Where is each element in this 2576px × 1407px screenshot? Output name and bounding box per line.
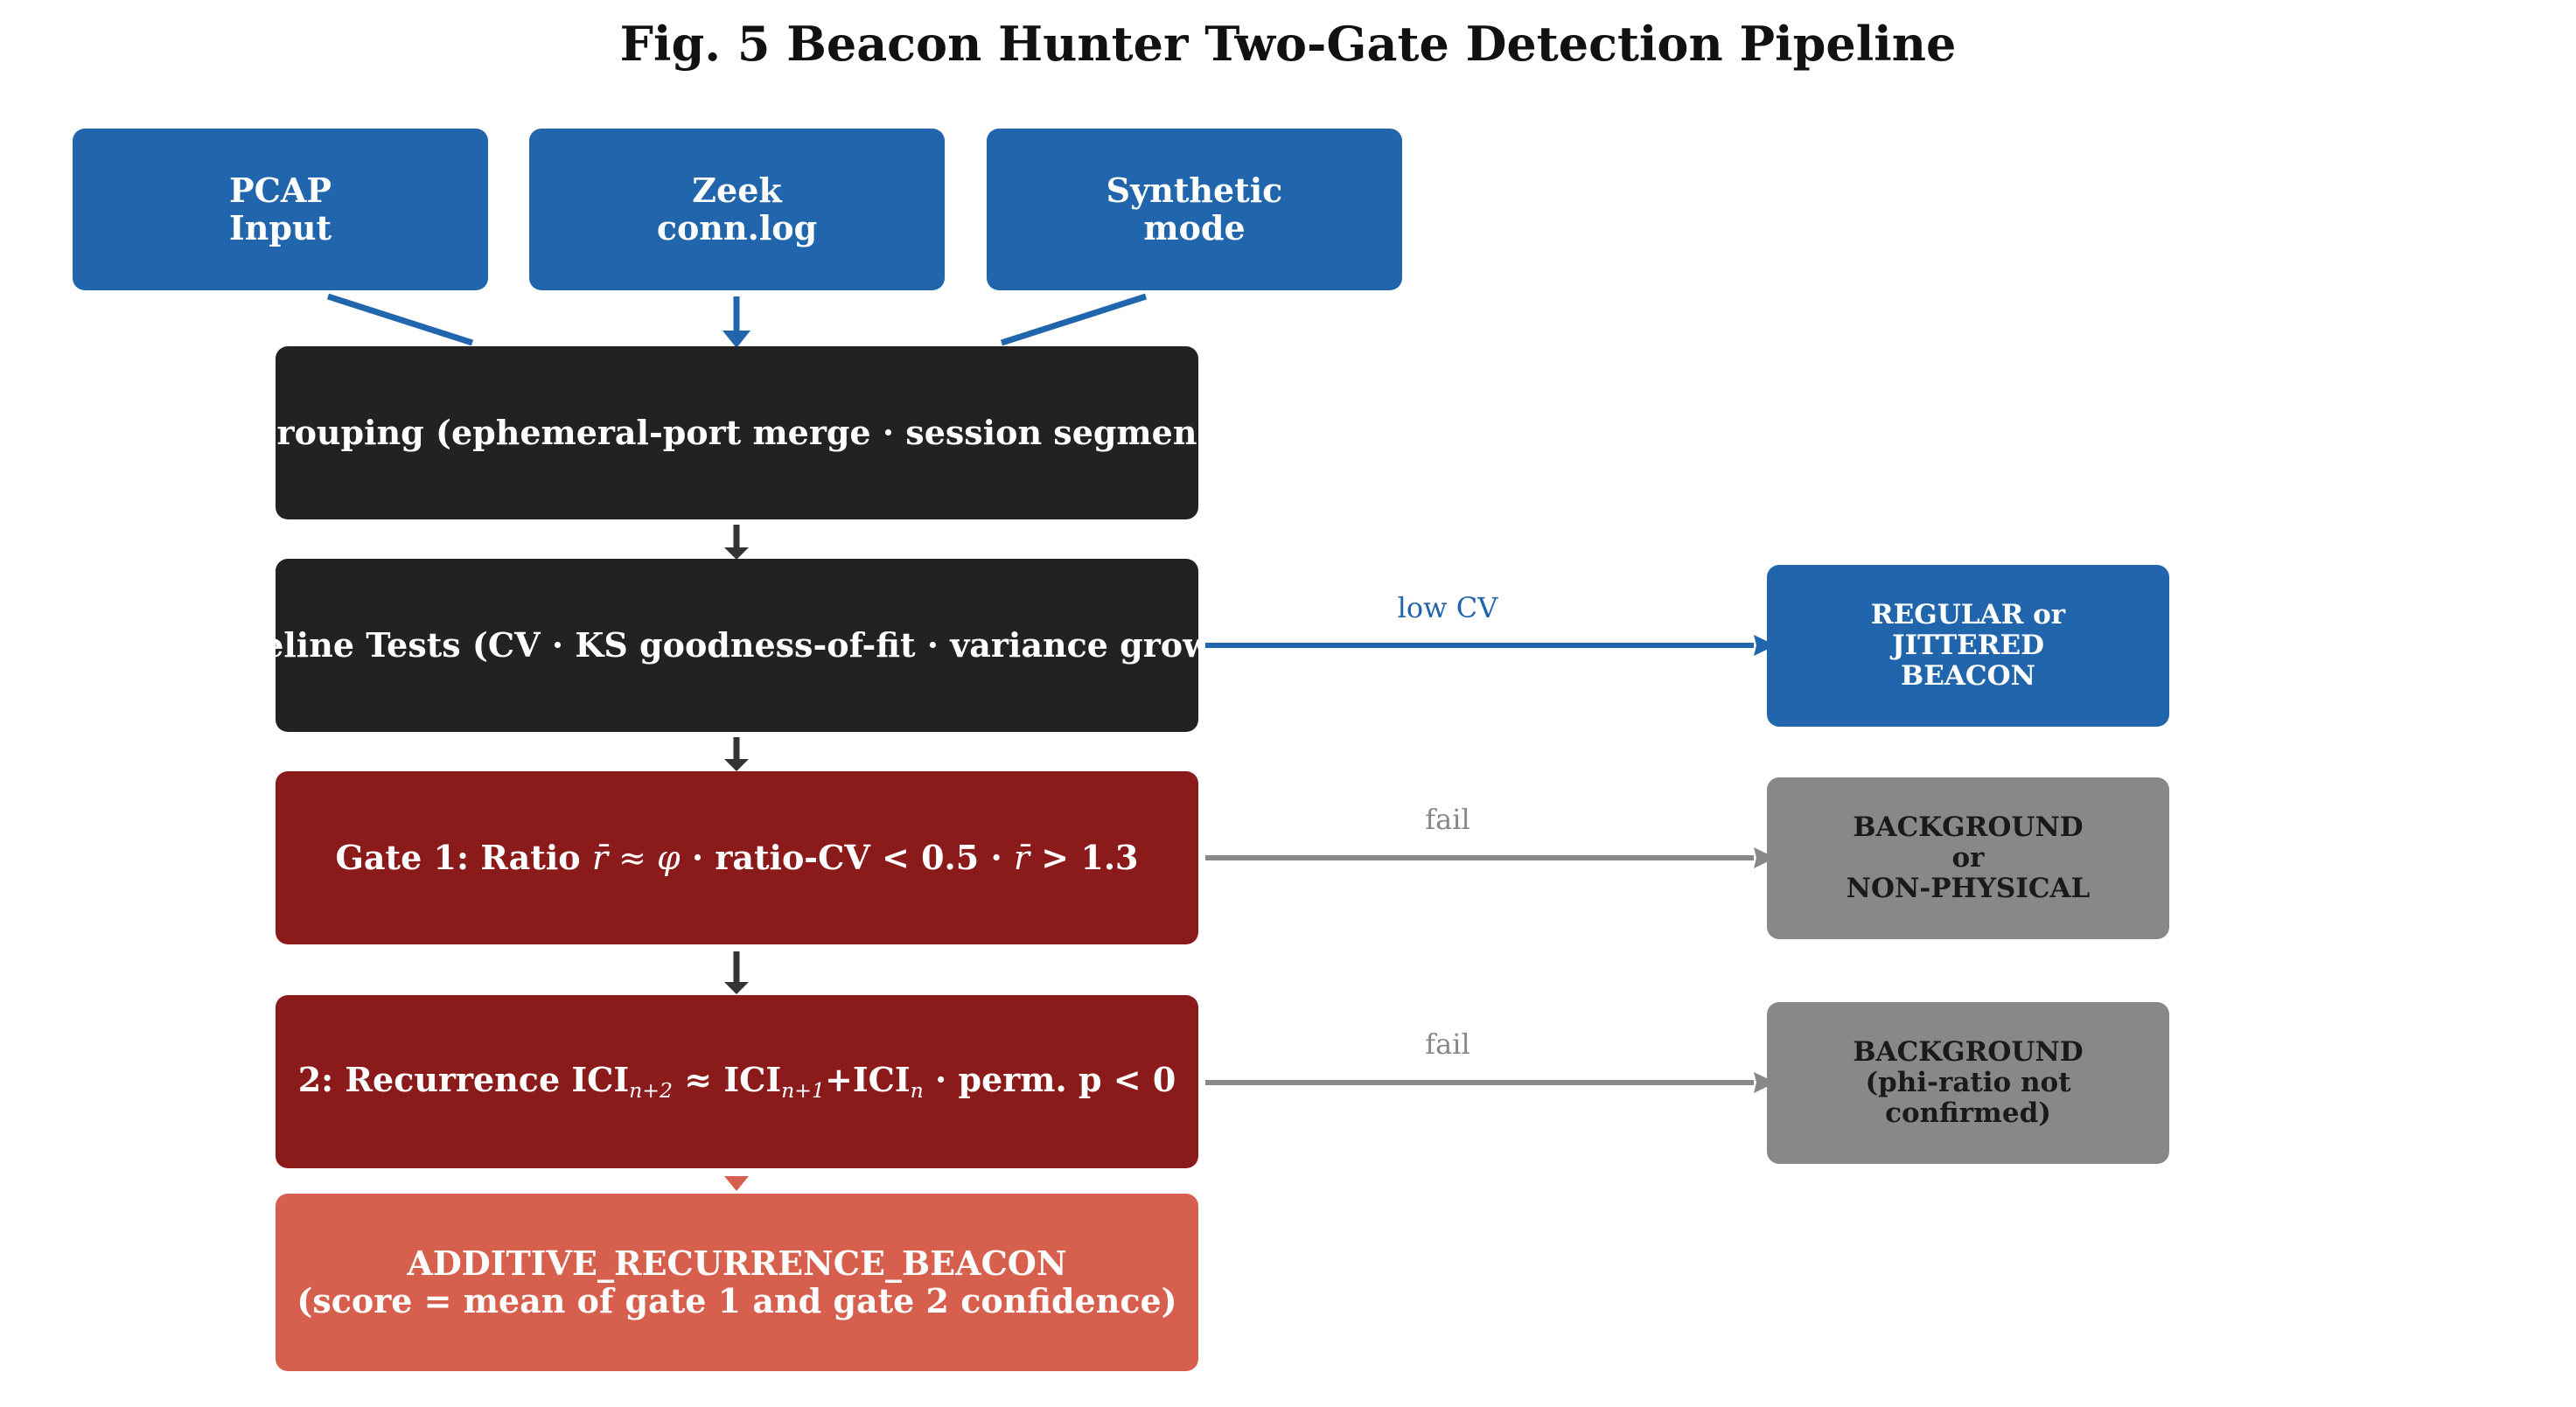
arrowhead-gate2 <box>724 982 749 994</box>
arrowhead-final <box>724 1176 749 1191</box>
source-pcap-input: PCAP Input <box>73 129 488 290</box>
outcome-background2-label: BACKGROUND (phi-ratio not confirmed) <box>1853 1036 2084 1129</box>
stage-gate1-label: Gate 1: Ratio r̄ ≈ φ · ratio-CV < 0.5 · … <box>335 837 1139 877</box>
arrowhead-baseline <box>724 547 749 560</box>
arrowhead-zeek <box>723 331 750 348</box>
source-synthetic-mode: Synthetic mode <box>987 129 1402 290</box>
source-pcap-label: PCAP Input <box>228 170 332 247</box>
source-zeek-label: Zeek conn.log <box>656 170 818 247</box>
edge-label-fail-gate1: fail <box>1425 803 1470 836</box>
edge-label-low-cv: low CV <box>1397 591 1498 624</box>
result-final-label: ADDITIVE_RECURRENCE_BEACON (score = mean… <box>297 1243 1177 1320</box>
stage-baseline-label: eline Tests (CV · KS goodness-of-fit · v… <box>276 624 1198 665</box>
edge-label-fail-gate2: fail <box>1425 1027 1470 1061</box>
arrowhead-gate1 <box>724 759 749 771</box>
stage-baseline-tests: eline Tests (CV · KS goodness-of-fit · v… <box>276 559 1198 732</box>
outcome-background1-label: BACKGROUND or NON-PHYSICAL <box>1846 811 2091 904</box>
arrowhead-background2 <box>1754 1072 1776 1093</box>
outcome-regular-label: REGULAR or JITTERED BEACON <box>1870 599 2066 692</box>
stage-gate1-ratio: Gate 1: Ratio r̄ ≈ φ · ratio-CV < 0.5 · … <box>276 771 1198 944</box>
arrowhead-regular <box>1754 635 1776 656</box>
arrow-pcap-to-grouping <box>326 293 474 346</box>
figure-title: Fig. 5 Beacon Hunter Two-Gate Detection … <box>619 16 1957 72</box>
arrow-synthetic-to-grouping <box>1000 293 1148 346</box>
outcome-background-phi-not-confirmed: BACKGROUND (phi-ratio not confirmed) <box>1767 1002 2169 1164</box>
outcome-background-non-physical: BACKGROUND or NON-PHYSICAL <box>1767 777 2169 939</box>
arrowhead-background1 <box>1754 847 1776 868</box>
stage-gate2-recurrence: 2: Recurrence ICIn+2 ≈ ICIn+1+ICIn · per… <box>276 995 1198 1168</box>
source-zeek-conn-log: Zeek conn.log <box>529 129 945 290</box>
stage-gate2-label: 2: Recurrence ICIn+2 ≈ ICIn+1+ICIn · per… <box>297 1059 1176 1103</box>
stage-grouping: rouping (ephemeral-port merge · session … <box>276 346 1198 519</box>
outcome-regular-beacon: REGULAR or JITTERED BEACON <box>1767 565 2169 727</box>
source-synthetic-label: Synthetic mode <box>1106 170 1283 247</box>
result-additive-recurrence-beacon: ADDITIVE_RECURRENCE_BEACON (score = mean… <box>276 1194 1198 1371</box>
stage-grouping-label: rouping (ephemeral-port merge · session … <box>276 412 1197 452</box>
